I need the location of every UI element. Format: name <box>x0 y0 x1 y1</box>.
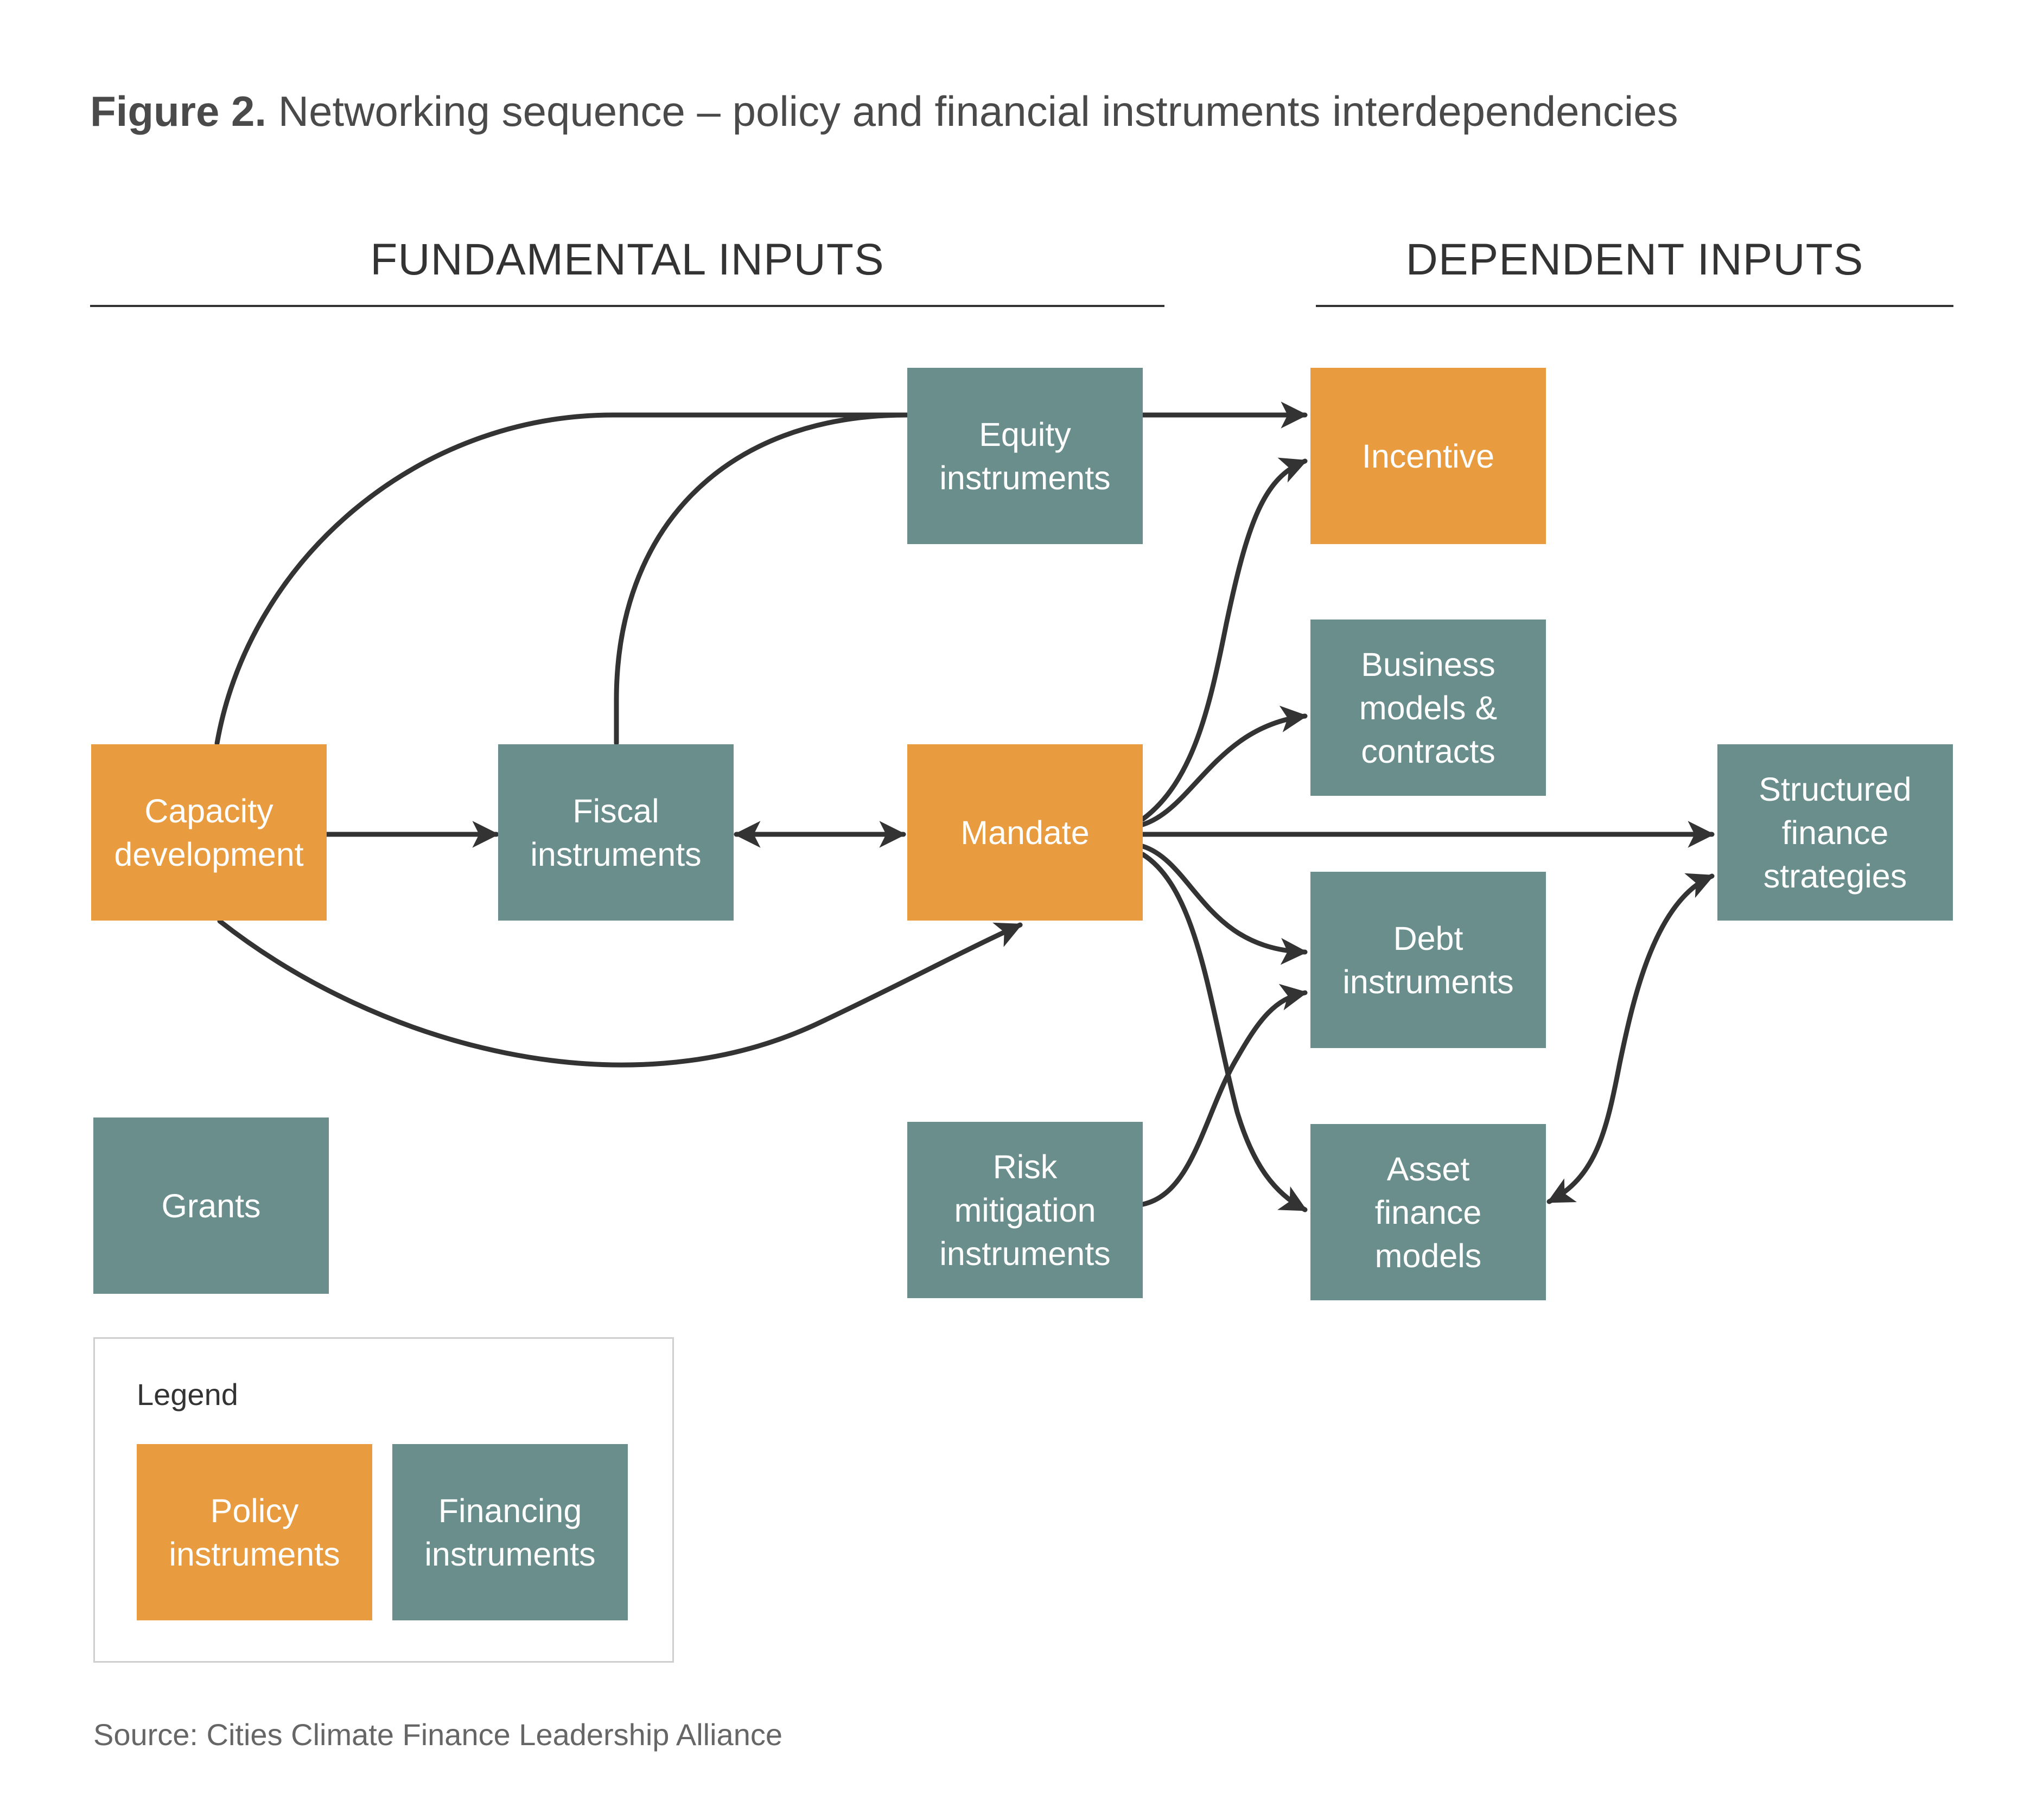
node-risk-mitigation: Risk mitigation instruments <box>907 1122 1143 1298</box>
section-rule-fundamental <box>90 305 1164 307</box>
legend-policy-swatch: Policy instruments <box>137 1444 372 1620</box>
section-rule-dependent <box>1316 305 1953 307</box>
node-asset-finance: Asset finance models <box>1310 1124 1546 1300</box>
node-business-models: Business models & contracts <box>1310 620 1546 796</box>
node-incentive: Incentive <box>1310 368 1546 544</box>
edge-structured-asset <box>1546 873 1715 1204</box>
legend <box>93 1337 674 1663</box>
node-fiscal-instruments: Fiscal instruments <box>498 744 734 921</box>
edge-risk-debt <box>1140 984 1308 1207</box>
source-note: Source: Cities Climate Finance Leadershi… <box>93 1717 782 1752</box>
node-structured-finance: Structured finance strategies <box>1717 744 1953 921</box>
edge-mandate-business <box>1140 705 1308 827</box>
edge-fiscal-equity <box>614 412 910 746</box>
section-heading-dependent: DEPENDENT INPUTS <box>1405 235 1864 284</box>
legend-title: Legend <box>137 1377 238 1412</box>
node-debt-instruments: Debt instruments <box>1310 872 1546 1048</box>
legend-financing-swatch: Financing instruments <box>392 1444 628 1620</box>
figure-title: Figure 2. Networking sequence – policy a… <box>90 87 1678 136</box>
figure-label: Figure 2. <box>90 87 267 135</box>
edge-mandate-debt <box>1140 844 1308 965</box>
section-heading-fundamental: FUNDAMENTAL INPUTS <box>370 235 884 284</box>
edge-mandate-asset <box>1140 852 1308 1212</box>
edge-capacity-equity <box>214 412 910 746</box>
node-grants: Grants <box>93 1117 329 1294</box>
node-mandate: Mandate <box>907 744 1143 921</box>
node-equity-instruments: Equity instruments <box>907 368 1143 544</box>
edge-mandate-incentive <box>1140 457 1308 822</box>
node-capacity-development: Capacity development <box>91 744 327 921</box>
figure-title-text: Networking sequence – policy and financi… <box>278 87 1678 135</box>
edge-capacity-mandate <box>217 918 1023 1068</box>
